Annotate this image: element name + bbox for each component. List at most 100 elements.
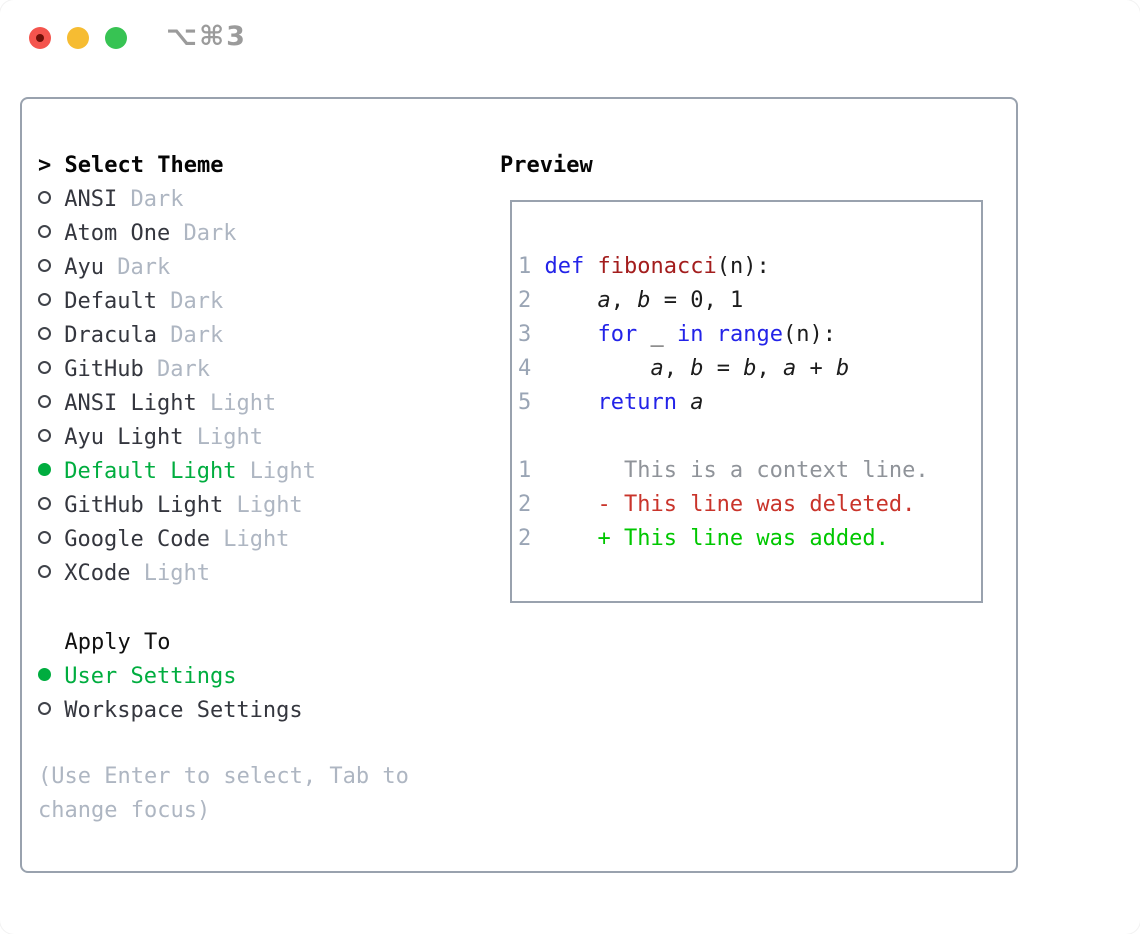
keyword-token: range (716, 322, 783, 347)
code-line: 2 - This line was deleted. (518, 488, 981, 522)
code-token (584, 254, 597, 279)
minimize-button[interactable] (67, 27, 89, 49)
line-number: 1 (518, 458, 545, 483)
line-number: 2 (518, 288, 545, 313)
keyword-token: def (544, 254, 585, 279)
code-token: + (796, 356, 836, 381)
variable-token: b (637, 288, 651, 313)
line-number: 4 (518, 356, 545, 381)
theme-list-header: > Select Theme (38, 149, 316, 183)
theme-variant: Light (196, 425, 263, 450)
theme-variant: Light (236, 493, 303, 518)
diff-context-line: This is a context line. (544, 458, 929, 483)
code-line: 2 a, b = 0, 1 (518, 284, 981, 318)
diff-added-line: + This line was added. (544, 526, 889, 551)
theme-variant: Dark (130, 187, 184, 212)
radio-selected-icon (38, 463, 51, 476)
radio-icon (38, 327, 51, 340)
theme-variant: Dark (170, 323, 224, 348)
close-button[interactable] (29, 27, 51, 49)
radio-icon (38, 395, 51, 408)
apply-option-label: Workspace Settings (64, 698, 303, 723)
apply-option-workspace-settings[interactable]: Workspace Settings (38, 694, 303, 728)
code-token (545, 288, 598, 313)
variable-token: a (782, 356, 797, 381)
code-token (545, 356, 651, 381)
apply-option-label: User Settings (64, 664, 237, 689)
apply-option-user-settings[interactable]: User Settings (38, 660, 303, 694)
theme-name: Ayu Light (64, 425, 184, 450)
code-line: 4 a, b = b, a + b (518, 352, 981, 386)
theme-option-github[interactable]: GitHub Dark (38, 353, 316, 387)
radio-icon (38, 259, 51, 272)
hint-text: (Use Enter to select, Tab to change focu… (38, 764, 409, 823)
theme-option-ayu[interactable]: Ayu Dark (38, 251, 316, 285)
indent-spacer (38, 630, 65, 655)
code-line: 1 def fibonacci(n): (518, 250, 981, 284)
theme-option-default[interactable]: Default Dark (38, 285, 316, 319)
radio-icon (38, 565, 51, 578)
keyword-token: in (676, 322, 704, 347)
code-line: 5 return a (518, 386, 981, 420)
theme-option-default-light[interactable]: Default Light Light (38, 455, 316, 489)
theme-option-xcode[interactable]: XCode Light (38, 557, 316, 591)
theme-option-github-light[interactable]: GitHub Light Light (38, 489, 316, 523)
theme-name: GitHub (64, 357, 144, 382)
radio-icon (38, 225, 51, 238)
code-token: (n): (782, 322, 836, 347)
theme-option-dracula[interactable]: Dracula Dark (38, 319, 316, 353)
variable-token: b (690, 356, 704, 381)
code-token (703, 322, 716, 347)
code-line (518, 216, 981, 250)
traffic-lights (29, 27, 127, 49)
apply-to-section: Apply To User Settings Workspace Setting… (38, 626, 303, 728)
variable-token: b (743, 356, 757, 381)
radio-icon (38, 191, 51, 204)
code-token (677, 390, 690, 415)
diff-deleted-line: - This line was deleted. (544, 492, 916, 517)
window-shortcut-label: ⌥⌘3 (166, 21, 247, 52)
line-number: 1 (518, 254, 545, 279)
radio-icon (38, 293, 51, 306)
theme-option-ansi[interactable]: ANSI Dark (38, 183, 316, 217)
theme-name: Default Light (64, 459, 237, 484)
theme-variant: Dark (117, 255, 171, 280)
keyword-token: for (597, 322, 638, 347)
line-number: 2 (518, 526, 545, 551)
code-token: , (756, 356, 783, 381)
theme-name: GitHub Light (64, 493, 224, 518)
apply-to-header: Apply To (38, 626, 303, 660)
variable-token: a (650, 356, 664, 381)
apply-to-title: Apply To (64, 630, 171, 655)
code-line: 2 + This line was added. (518, 522, 981, 556)
theme-name: Google Code (64, 527, 210, 552)
radio-icon (38, 531, 51, 544)
radio-selected-icon (38, 668, 51, 681)
code-line: 1 This is a context line. (518, 454, 981, 488)
theme-name: XCode (64, 561, 131, 586)
code-token: , (663, 356, 691, 381)
theme-option-google-code[interactable]: Google Code Light (38, 523, 316, 557)
radio-icon (38, 429, 51, 442)
code-token (545, 322, 598, 347)
theme-name: Default (64, 289, 157, 314)
theme-option-ayu-light[interactable]: Ayu Light Light (38, 421, 316, 455)
theme-name: Ayu (64, 255, 104, 280)
function-name-token: fibonacci (597, 254, 717, 279)
code-token: , (610, 288, 638, 313)
theme-name: ANSI Light (64, 391, 197, 416)
zoom-button[interactable] (105, 27, 127, 49)
theme-variant: Light (143, 561, 210, 586)
theme-list-title: Select Theme (64, 153, 224, 178)
theme-option-atom-one[interactable]: Atom One Dark (38, 217, 316, 251)
theme-variant: Dark (183, 221, 237, 246)
theme-variant: Dark (170, 289, 224, 314)
variable-token: b (835, 356, 850, 381)
theme-option-ansi-light[interactable]: ANSI Light Light (38, 387, 316, 421)
preview-title: Preview (500, 153, 593, 178)
line-number: 5 (518, 390, 545, 415)
theme-name: ANSI (64, 187, 118, 212)
theme-variant: Light (249, 459, 316, 484)
radio-icon (38, 361, 51, 374)
